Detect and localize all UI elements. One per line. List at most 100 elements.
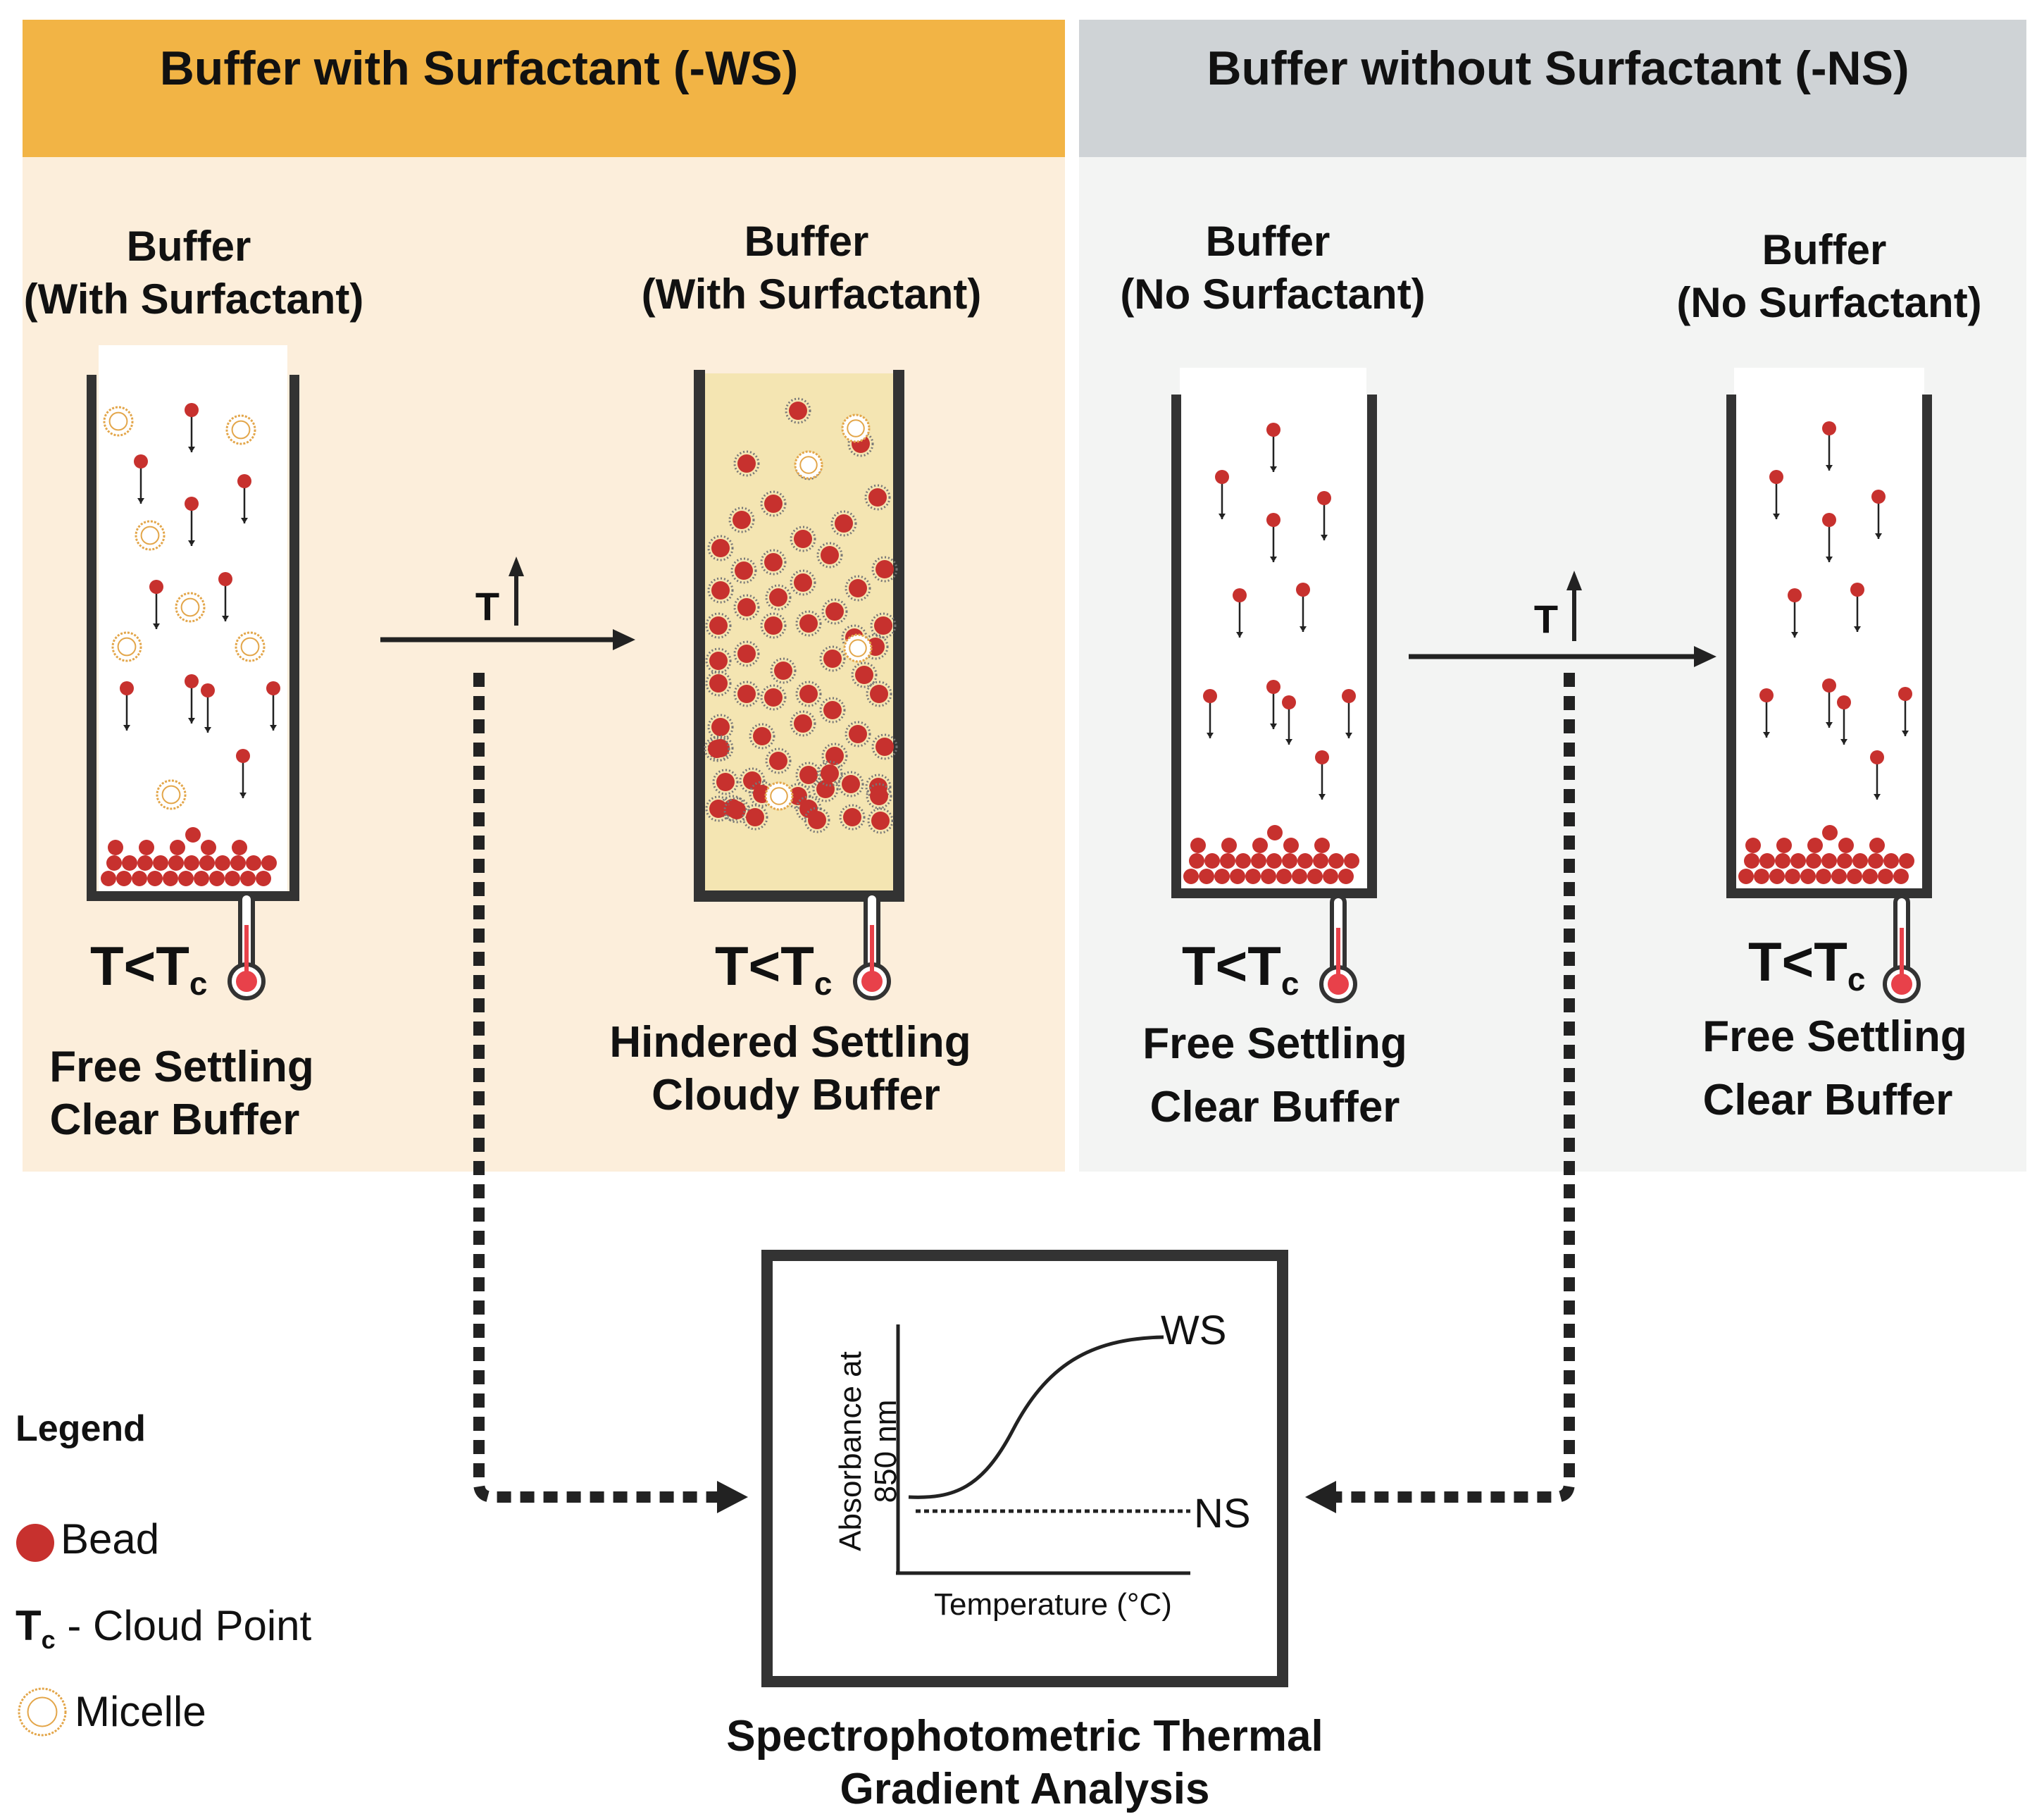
analysis-title-line1: Spectrophotometric Thermal xyxy=(726,1712,1323,1761)
temp-main: T<T xyxy=(1182,935,1281,997)
coated-bead xyxy=(730,557,757,584)
micelle-core xyxy=(770,787,788,805)
thermometer-mercury xyxy=(244,925,249,978)
legend-bead-label: Bead xyxy=(61,1515,159,1563)
bead-icon xyxy=(835,514,853,533)
bead-icon xyxy=(842,775,860,793)
temperature-arrow-label: T xyxy=(1534,597,1558,641)
settled-bead xyxy=(1276,869,1292,884)
coated-bead xyxy=(871,733,898,760)
thermometer-icon xyxy=(228,891,266,1000)
bead-icon xyxy=(870,685,888,703)
ns-dotted-connector xyxy=(1328,673,1575,1503)
tube-titles: Buffer (With Surfactant) Buffer (With Su… xyxy=(24,218,1982,326)
tube-3-caption-line2: Clear Buffer xyxy=(1150,1083,1400,1131)
bead-icon xyxy=(728,801,746,819)
bead-icon xyxy=(799,685,818,703)
bead-icon xyxy=(764,688,783,707)
micelle-icon xyxy=(103,406,134,437)
surfactant-coating xyxy=(871,733,898,760)
settled-bead xyxy=(147,871,163,886)
settled-bead xyxy=(194,871,209,886)
bead-icon xyxy=(764,495,783,513)
settled-bead xyxy=(153,855,168,871)
settled-bead xyxy=(1869,838,1885,853)
bead-icon xyxy=(769,588,787,607)
surfactant-coating xyxy=(760,684,787,711)
tube-2-wall xyxy=(694,370,904,902)
bead-icon xyxy=(709,674,728,693)
settled-bead xyxy=(1235,853,1251,869)
settling-arrowhead xyxy=(241,518,248,523)
ws-dotted-connector xyxy=(473,673,725,1503)
settling-arrowhead xyxy=(1791,632,1798,638)
micelle-icon xyxy=(111,631,142,662)
tube-2-title-line2: (With Surfactant) xyxy=(642,271,982,318)
bead-icon xyxy=(185,403,199,417)
surfactant-coating xyxy=(816,542,843,569)
micelle-icon xyxy=(135,520,166,551)
bead-icon xyxy=(825,747,844,765)
bead-icon xyxy=(1769,470,1783,484)
settled-bead xyxy=(1230,869,1245,884)
surfactant-coating xyxy=(704,735,730,762)
micelle-core xyxy=(140,526,160,545)
coated-bead xyxy=(733,640,760,667)
bead-icon xyxy=(871,812,890,830)
settled-bead xyxy=(1292,869,1307,884)
falling-bead xyxy=(1822,678,1836,728)
tube-1-title-line1: Buffer xyxy=(127,223,251,270)
settled-bead xyxy=(1837,853,1852,869)
bead-icon xyxy=(816,780,835,798)
settled-bead xyxy=(1199,869,1214,884)
surfactant-coating xyxy=(730,557,757,584)
settled-bead xyxy=(1878,869,1893,884)
micelle-icon xyxy=(841,414,871,443)
micelle-icon xyxy=(225,414,256,445)
coated-bead xyxy=(733,594,760,621)
settled-bead xyxy=(199,855,215,871)
tube-3-caption-line1: Free Settling xyxy=(1142,1019,1407,1068)
tube-1-wall xyxy=(87,375,299,901)
tube-3-particles xyxy=(1183,423,1359,884)
settling-arrowhead xyxy=(1207,733,1214,738)
ws-connector-arrowhead xyxy=(717,1481,748,1513)
coated-bead xyxy=(785,397,811,424)
settled-bead xyxy=(1769,869,1785,884)
bead-icon xyxy=(737,685,756,703)
coated-bead xyxy=(765,584,792,611)
bead-icon xyxy=(711,581,730,600)
settled-bead xyxy=(108,840,123,855)
settled-bead xyxy=(1183,869,1199,884)
surfactant-coating xyxy=(795,762,822,788)
settling-arrowhead xyxy=(137,498,144,504)
ws-curve xyxy=(908,1335,1164,1499)
micelle-icon xyxy=(235,631,266,662)
falling-bead xyxy=(149,580,163,629)
settled-bead xyxy=(232,840,247,855)
temp-main: T<T xyxy=(715,935,814,997)
settling-arrowhead xyxy=(1763,732,1770,738)
settling-arrowhead xyxy=(188,447,195,452)
surfactant-coating xyxy=(816,760,843,787)
micelle-icon xyxy=(764,781,794,811)
bead-icon xyxy=(185,497,199,511)
surfactant-coating xyxy=(739,767,766,794)
bead-icon xyxy=(709,616,728,635)
tube-1-particles xyxy=(101,403,280,886)
bead-icon xyxy=(855,666,873,684)
coated-bead xyxy=(866,783,892,809)
surfactant-coating xyxy=(819,697,846,724)
ws-panel-header xyxy=(23,20,1065,157)
coated-bead xyxy=(830,510,857,537)
settled-bead xyxy=(1821,853,1837,869)
settling-arrowhead xyxy=(1236,632,1243,638)
tube-4-caption-line1: Free Settling xyxy=(1702,1012,1967,1061)
surfactant-coating xyxy=(723,797,750,824)
falling-bead xyxy=(1788,588,1802,638)
coated-bead xyxy=(864,484,891,511)
coated-bead xyxy=(705,647,732,674)
coated-bead xyxy=(804,807,830,833)
tube-3-wall xyxy=(1171,395,1377,898)
